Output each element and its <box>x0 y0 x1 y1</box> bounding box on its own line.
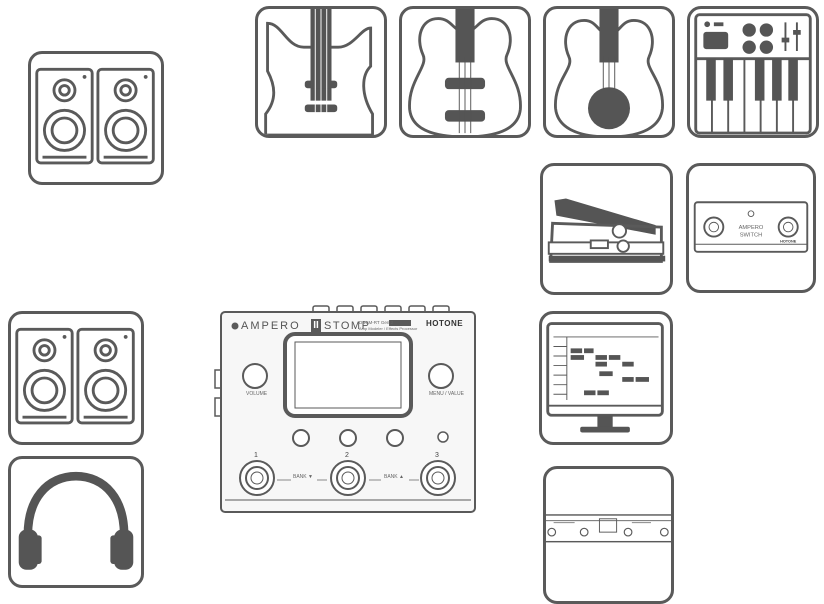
maker-logo: HOTONE <box>426 319 464 328</box>
headphones-icon <box>18 471 134 570</box>
bank-down-label: BANK ▼ <box>293 474 313 480</box>
classical-guitar-tile <box>543 6 675 138</box>
menu-value-label: MENU / VALUE <box>429 391 464 397</box>
switch-logo-line2: SWITCH <box>740 233 763 239</box>
computer-daw-icon <box>546 322 664 433</box>
switch-maker: HOTONE <box>780 239 797 243</box>
studio-monitors-tile-bottom <box>8 311 144 445</box>
rack-unit-tile <box>543 466 674 604</box>
spec-line-1: DDSM-RT Gen 2 <box>359 320 394 325</box>
rack-unit-icon <box>546 514 671 543</box>
acoustic-guitar-icon <box>408 9 522 135</box>
footswitch-2-number: 2 <box>345 452 349 459</box>
expression-pedal-icon <box>547 198 666 263</box>
electric-guitar-icon <box>264 9 374 135</box>
footswitch-3-number: 3 <box>435 452 439 459</box>
acoustic-guitar-tile <box>399 6 531 138</box>
device-body <box>214 305 476 513</box>
model-name: STOMP <box>324 320 371 332</box>
ampero-stomp-device: AMPERO II STOMP DDSM-RT Gen 2 Amp Modele… <box>213 304 479 516</box>
computer-daw-tile <box>539 311 673 445</box>
midi-keyboard-tile <box>687 6 819 138</box>
studio-monitors-tile-top <box>28 51 164 185</box>
studio-monitors-icon <box>15 327 135 425</box>
footswitch-1-number: 1 <box>254 452 258 459</box>
expression-pedal-tile <box>540 163 673 295</box>
footswitch-controller-icon: AMPERO SWITCH HOTONE <box>693 201 809 253</box>
headphones-tile <box>8 456 144 588</box>
electric-guitar-tile <box>255 6 387 138</box>
switch-logo-line1: AMPERO <box>739 225 764 231</box>
brand-logo: AMPERO <box>241 320 301 332</box>
spec-line-2: Amp Modeler / Effects Processor <box>359 326 418 331</box>
classical-guitar-icon <box>554 9 664 135</box>
volume-label: VOLUME <box>246 391 268 397</box>
studio-monitors-icon <box>35 67 155 165</box>
bank-up-label: BANK ▲ <box>384 474 404 480</box>
midi-keyboard-icon <box>694 13 812 135</box>
model-numeral: II <box>313 320 319 331</box>
footswitch-controller-tile: AMPERO SWITCH HOTONE <box>686 163 816 293</box>
